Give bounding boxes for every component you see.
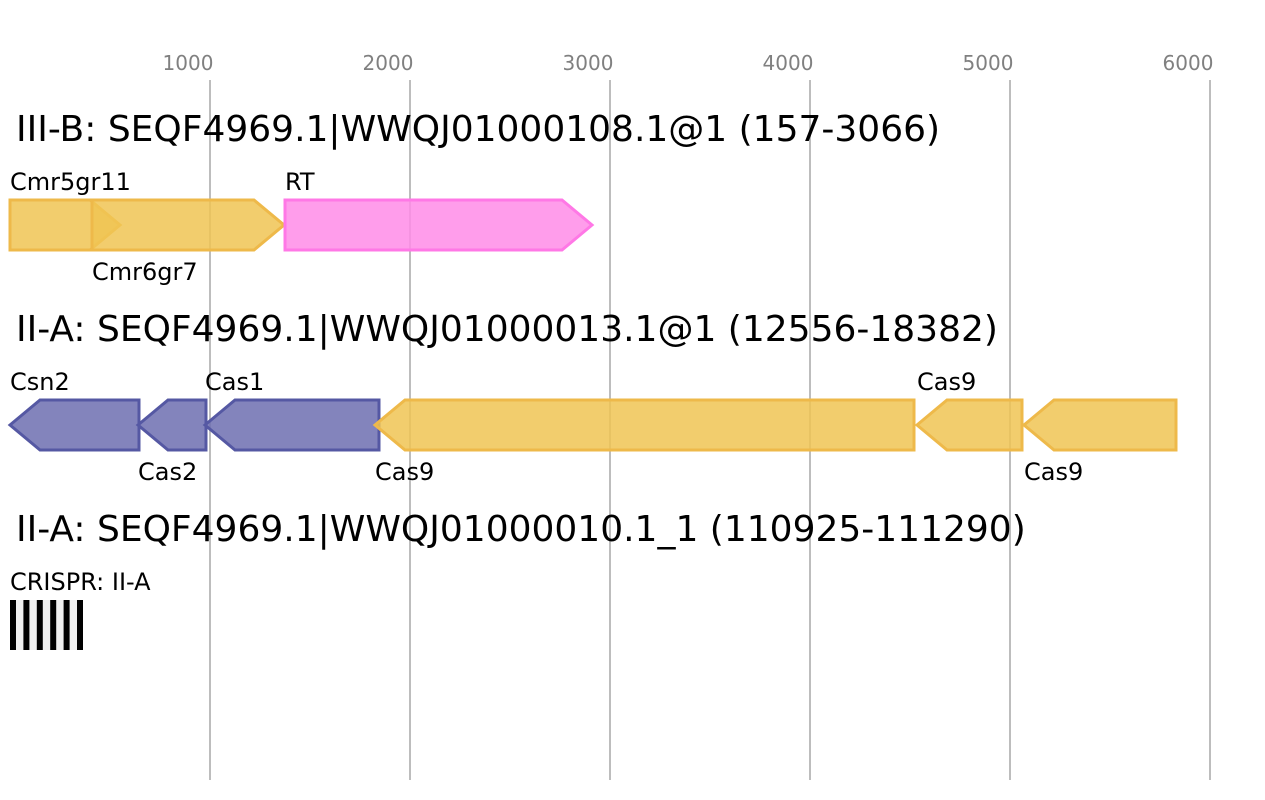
crispr-repeat — [23, 600, 30, 650]
tracks: III-B: SEQF4969.1|WWQJ01000108.1@1 (157-… — [7, 109, 1178, 650]
tick-label: 6000 — [1163, 51, 1214, 75]
crispr-repeat — [77, 600, 83, 650]
tick-label: 1000 — [163, 51, 214, 75]
tick-label: 4000 — [763, 51, 814, 75]
gene-label: Cas9 — [1024, 458, 1083, 486]
gene-label: Cas2 — [138, 458, 197, 486]
crispr-array[interactable] — [10, 600, 83, 650]
crispr-repeat — [10, 600, 16, 650]
gene-label: Cas9 — [375, 458, 434, 486]
gene-label: Cmr6gr7 — [92, 258, 198, 286]
crispr-spacers — [10, 600, 83, 650]
track-title: II-A: SEQF4969.1|WWQJ01000010.1_1 (11092… — [16, 509, 1026, 550]
gene-label: Cas1 — [205, 368, 264, 396]
tick-label: 3000 — [563, 51, 614, 75]
crispr-repeat — [36, 600, 43, 650]
gene-arrow-csn2[interactable] — [7, 398, 141, 452]
gene-arrow-cas2[interactable] — [135, 398, 208, 452]
axis-ticks: 1000 2000 3000 4000 5000 6000 — [163, 51, 1214, 75]
gene-label: Cmr5gr11 — [10, 168, 131, 196]
tick-label: 5000 — [963, 51, 1014, 75]
gene-arrow-cas9[interactable] — [372, 398, 916, 452]
crispr-repeat — [63, 600, 70, 650]
gene-label: Csn2 — [10, 368, 70, 396]
gene-arrow-cmr6gr7[interactable] — [90, 198, 287, 252]
gene-arrow-rt[interactable] — [283, 198, 595, 252]
tick-label: 2000 — [363, 51, 414, 75]
track: II-A: SEQF4969.1|WWQJ01000010.1_1 (11092… — [10, 509, 1026, 650]
gene-arrow-cas9[interactable] — [1021, 398, 1178, 452]
track: III-B: SEQF4969.1|WWQJ01000108.1@1 (157-… — [8, 109, 940, 286]
track-title: III-B: SEQF4969.1|WWQJ01000108.1@1 (157-… — [16, 109, 940, 150]
track: II-A: SEQF4969.1|WWQJ01000013.1@1 (12556… — [7, 309, 1178, 486]
crispr-label: CRISPR: II-A — [10, 568, 151, 596]
gene-arrow-cas1[interactable] — [202, 398, 381, 452]
track-title: II-A: SEQF4969.1|WWQJ01000013.1@1 (12556… — [16, 309, 998, 350]
gene-label: Cas9 — [917, 368, 976, 396]
crispr-repeat — [50, 600, 57, 650]
gene-label: RT — [285, 168, 315, 196]
gene-arrow-cas9[interactable] — [914, 398, 1024, 452]
